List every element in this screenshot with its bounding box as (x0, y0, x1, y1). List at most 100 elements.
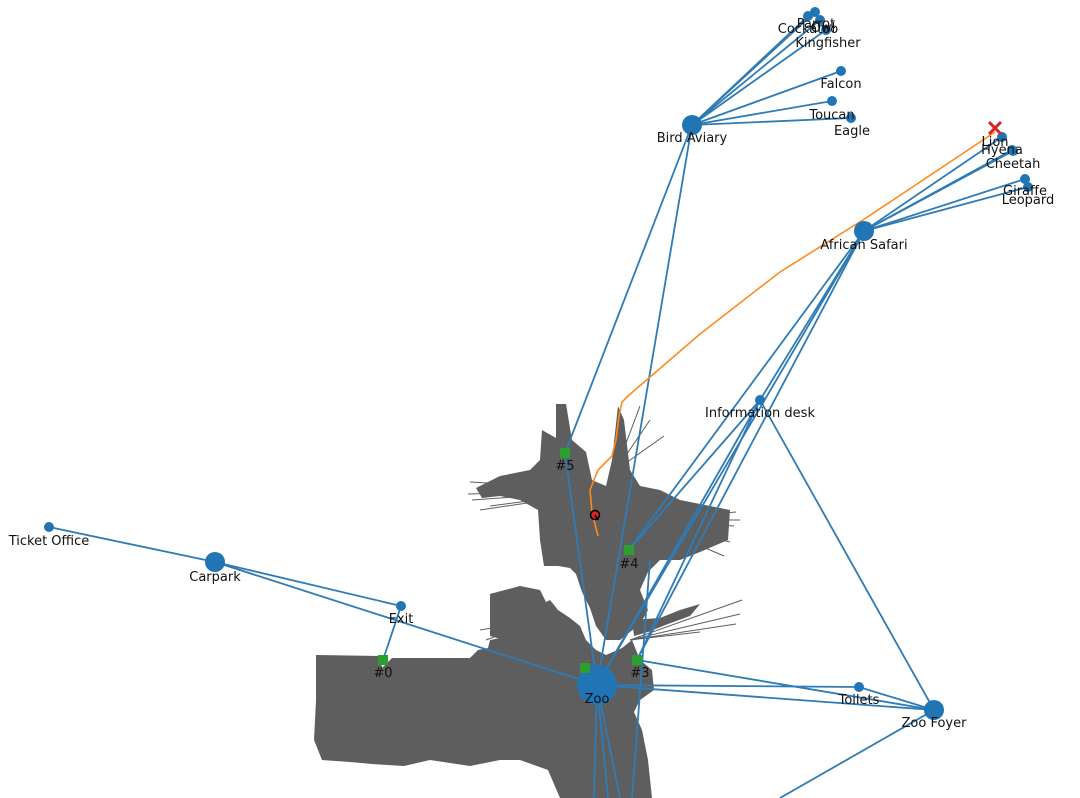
waypoint-wp4[interactable] (624, 545, 634, 555)
edge-wp4-african-safari (628, 230, 865, 551)
edge-african-safari-cheetah (863, 150, 1014, 232)
graph-edges (48, 11, 1029, 798)
map-right-arm (632, 604, 700, 636)
node-toucan[interactable] (827, 96, 837, 106)
edge-bird-aviary-owl (691, 19, 821, 126)
node-label-giraffe: Giraffe (1003, 184, 1047, 199)
edge-bird-aviary-kingfisher (691, 29, 827, 126)
edge-wp3-zoo-foyer (636, 659, 935, 711)
map-ray (639, 519, 735, 527)
edge-african-safari-lion (863, 136, 1003, 232)
node-label-bird-aviary: Bird Aviary (657, 131, 728, 146)
node-label-owl: Owl (811, 21, 835, 36)
edge-zoo-african-safari (596, 230, 865, 686)
node-toilets[interactable] (854, 682, 864, 692)
node-giraffe[interactable] (1020, 174, 1030, 184)
robot-heading-icon (594, 514, 599, 521)
node-label-exit: Exit (389, 612, 414, 627)
node-label-leopard: Leopard (1002, 193, 1055, 208)
map-ray (615, 419, 651, 471)
edge-offscreen (631, 559, 651, 798)
edge-zoo-bird-aviary (596, 124, 693, 686)
waypoint-label-wp3: #3 (630, 666, 649, 681)
map-ray (489, 489, 615, 507)
node-label-hyena: Hyena (981, 143, 1023, 158)
graph-nodes (44, 7, 1033, 720)
waypoint-label-wp0: #0 (373, 666, 392, 681)
map-upper-region (476, 404, 730, 640)
node-label-ticket-office: Ticket Office (8, 534, 90, 549)
goal-x-icon (987, 120, 1003, 136)
map-left-arm (490, 586, 548, 640)
node-label-information-desk: Information desk (705, 406, 815, 421)
edge-ticket-office-carpark (48, 526, 216, 563)
waypoint-wp5[interactable] (560, 448, 570, 458)
robot-marker (589, 509, 601, 521)
node-carpark[interactable] (205, 552, 225, 572)
node-label-cockatoo: Cockatoo (778, 22, 838, 37)
edge-zoo-zoo-foyer (596, 684, 935, 711)
node-label-zoo-foyer: Zoo Foyer (902, 716, 968, 731)
node-kingfisher[interactable] (821, 25, 831, 35)
node-label-toilets: Toilets (838, 693, 880, 708)
map-sensor-rays (467, 405, 743, 659)
node-information-desk[interactable] (755, 395, 765, 405)
node-label-cheetah: Cheetah (986, 157, 1041, 172)
edge-offscreen (779, 709, 935, 798)
map-lower-region (314, 600, 654, 798)
edge-information-desk-zoo-foyer (759, 399, 935, 711)
map-ray (615, 405, 641, 471)
edge-wp3-information-desk (636, 399, 761, 661)
goal-marker (987, 120, 1003, 136)
map-ray (479, 619, 541, 631)
node-label-parrot: Parrot (797, 17, 835, 32)
node-bird-aviary[interactable] (682, 115, 702, 135)
edge-information-desk-african-safari (759, 230, 865, 401)
node-zoo[interactable] (577, 665, 617, 705)
edge-wp4-information-desk (628, 399, 761, 551)
edge-bird-aviary-cockatoo (691, 15, 809, 126)
edge-bird-aviary-falcon (691, 70, 842, 126)
node-cockatoo[interactable] (803, 11, 813, 21)
node-falcon[interactable] (836, 66, 846, 76)
edge-bird-aviary-toucan (691, 100, 833, 126)
waypoint-label-wp5: #5 (555, 459, 574, 474)
node-label-zoo: Zoo (585, 692, 610, 707)
node-label-carpark: Carpark (189, 570, 241, 585)
edge-carpark-zoo (214, 561, 598, 686)
planned-route (589, 131, 996, 537)
waypoint-markers (378, 448, 642, 673)
node-african-safari[interactable] (854, 221, 874, 241)
node-label-lion: Lion (981, 135, 1008, 150)
edge-bird-aviary-eagle (691, 117, 852, 126)
node-label-eagle: Eagle (834, 124, 870, 139)
edge-carpark-exit (214, 561, 402, 607)
node-label-african-safari: African Safari (820, 238, 907, 253)
node-cheetah[interactable] (1008, 146, 1018, 156)
edge-wp3-african-safari (636, 230, 865, 661)
waypoint-label-wp4: #4 (619, 557, 638, 572)
node-leopard[interactable] (1023, 182, 1033, 192)
edge-african-safari-leopard (863, 186, 1029, 232)
map-ray (485, 619, 541, 641)
edge-exit-wp0 (382, 605, 402, 661)
node-exit[interactable] (396, 601, 406, 611)
node-eagle[interactable] (846, 113, 856, 123)
waypoint-zoo[interactable] (580, 663, 590, 673)
map-ray (615, 435, 665, 471)
occupancy-map (314, 404, 743, 798)
node-ticket-office[interactable] (44, 522, 54, 532)
node-label-toucan: Toucan (808, 108, 854, 123)
waypoint-wp3[interactable] (632, 655, 642, 665)
edge-zoo-wp5 (564, 452, 598, 686)
map-ray (493, 619, 541, 651)
edge-zoo-information-desk (596, 399, 761, 686)
waypoint-wp0[interactable] (378, 655, 388, 665)
node-zoo-foyer[interactable] (924, 700, 944, 720)
node-label-kingfisher: Kingfisher (795, 36, 861, 51)
edge-wp5-bird-aviary (564, 124, 693, 454)
node-owl[interactable] (815, 15, 825, 25)
node-label-falcon: Falcon (820, 77, 861, 92)
